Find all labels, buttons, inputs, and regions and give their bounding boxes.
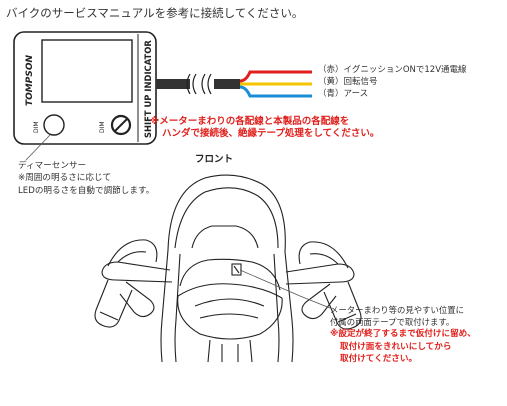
wire-label-blue: （青）アース [318,89,369,99]
brand-logo-text: TOMPSON [25,55,35,106]
solder-warning: ※メーターまわりの各配線と本製品の各配線を ハンダで接続後、絶縁テープ処理をして… [150,116,379,140]
wire-red [239,70,312,83]
mount-leader-line [239,269,331,309]
mount-line-2: 付属の両面テープで取付けます。 [330,317,455,328]
wire-label-yellow: （黄）回転信号 [318,77,378,87]
solder-warning-line-1: ※メーターまわりの各配線と本製品の各配線を [150,116,350,127]
dim-label-right: DIM [99,121,106,133]
mount-note-1: ※設定が終了するまで仮付けに留め、 [330,329,476,340]
dimmer-line-1: ※周囲の明るさに応じて [18,173,112,184]
dimmer-sensor-note: ディマーセンサー ※周囲の明るさに応じて LEDの明るさを自動で調節します。 [18,160,154,197]
wire-label-red: （赤）イグニッションONで12V通電線 [318,65,467,75]
dim-label-left: DIM [33,121,40,133]
mounting-note: メーターまわり等の見やすい位置に 付属の両面テープで取付けます。 ※設定が終了す… [330,304,476,366]
mount-note-3: 取付けてください。 [340,354,418,365]
intro-text: バイクのサービスマニュアルを参考に接続してください。 [6,6,304,20]
dimmer-sensor-icon [43,114,65,136]
solder-warning-line-2: ハンダで接続後、絶縁テープ処理をしてください。 [162,127,380,139]
mount-note-2: 取付け面をきれいにしてから [340,341,452,352]
dimmer-line-2: LEDの明るさを自動で調節します。 [18,185,155,196]
motorcycle-illustration [94,174,362,363]
shift-up-indicator-text: SHIFT UP INDICATOR [143,40,153,138]
indicator-device: TOMPSON SHIFT UP INDICATOR DIM DIM [13,31,157,145]
dimmer-knob-icon [110,114,132,136]
dimmer-leader-line [25,134,51,161]
mount-line-1: メーターまわり等の見やすい位置に [330,305,464,315]
cable [156,70,312,98]
wire-blue [239,85,312,98]
front-label: フロント [195,154,234,165]
dimmer-title: ディマーセンサー [18,161,87,171]
